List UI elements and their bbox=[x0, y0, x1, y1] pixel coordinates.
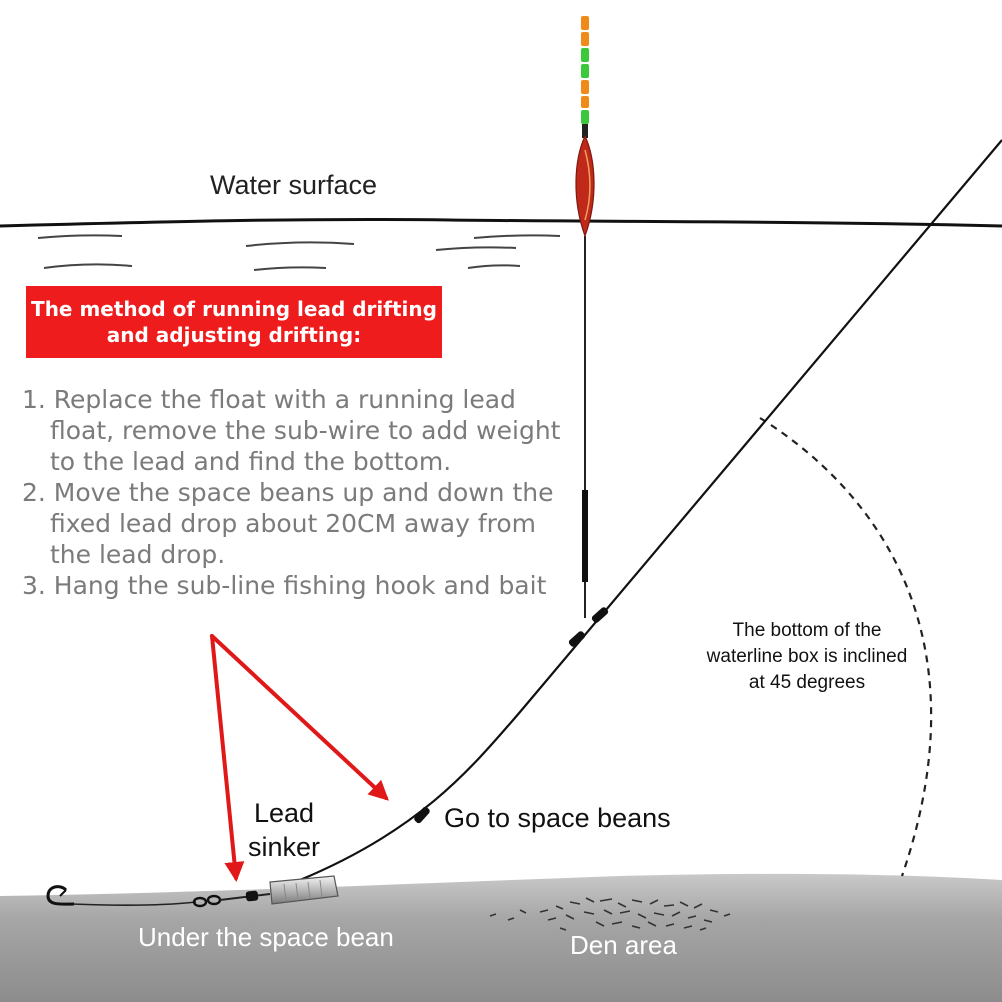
incline-angle-arc bbox=[759, 417, 933, 877]
step-3-line-1: 3. Hang the sub-line fishing hook and ba… bbox=[22, 571, 547, 600]
lead-sinker bbox=[245, 875, 339, 905]
method-banner: The method of running lead drifting and … bbox=[26, 286, 442, 358]
lead-sinker-label-line-2: sinker bbox=[248, 832, 321, 862]
lead-sinker-label-line-1: Lead bbox=[253, 798, 315, 828]
step-2-line-1: 2. Move the space beans up and down the bbox=[22, 478, 554, 507]
water-surface-label: Water surface bbox=[210, 170, 378, 200]
step-3: 3. Hang the sub-line fishing hook and ba… bbox=[22, 570, 560, 601]
main-line bbox=[299, 139, 1002, 882]
step-1: 1. Replace the float with a running lead… bbox=[22, 384, 560, 477]
lead-sinker-label: Lead sinker bbox=[248, 796, 320, 864]
step-2: 2. Move the space beans up and down the … bbox=[22, 477, 560, 570]
arrow-to-sinker bbox=[210, 634, 245, 882]
den-area-label: Den area bbox=[570, 930, 677, 960]
step-1-line-2: float, remove the sub-wire to add weight bbox=[50, 416, 561, 445]
arrow-to-space-beans bbox=[210, 634, 389, 801]
step-2-line-2: fixed lead drop about 20CM away from bbox=[50, 509, 537, 538]
step-1-line-1: 1. Replace the float with a running lead bbox=[22, 385, 516, 414]
float-top bbox=[575, 16, 595, 238]
banner-line-1: The method of running lead drifting bbox=[31, 297, 437, 321]
step-1-line-3: to the lead and find the bottom. bbox=[50, 447, 452, 476]
red-arrows bbox=[210, 634, 389, 882]
sub-line bbox=[71, 901, 197, 907]
hook bbox=[46, 885, 75, 906]
water-surface-line bbox=[0, 217, 1002, 228]
water-ripples bbox=[37, 234, 561, 271]
under-space-bean-label: Under the space bean bbox=[138, 922, 394, 952]
den-area-particles bbox=[489, 897, 731, 931]
seabed bbox=[0, 873, 1002, 1002]
banner-line-2: and adjusting drifting: bbox=[106, 323, 362, 347]
step-2-line-3: the lead drop. bbox=[50, 540, 226, 569]
steps-list: 1. Replace the float with a running lead… bbox=[22, 384, 560, 601]
go-to-space-beans-label: Go to space beans bbox=[444, 803, 671, 833]
incline-note: The bottom of the waterline box is incli… bbox=[706, 620, 908, 693]
